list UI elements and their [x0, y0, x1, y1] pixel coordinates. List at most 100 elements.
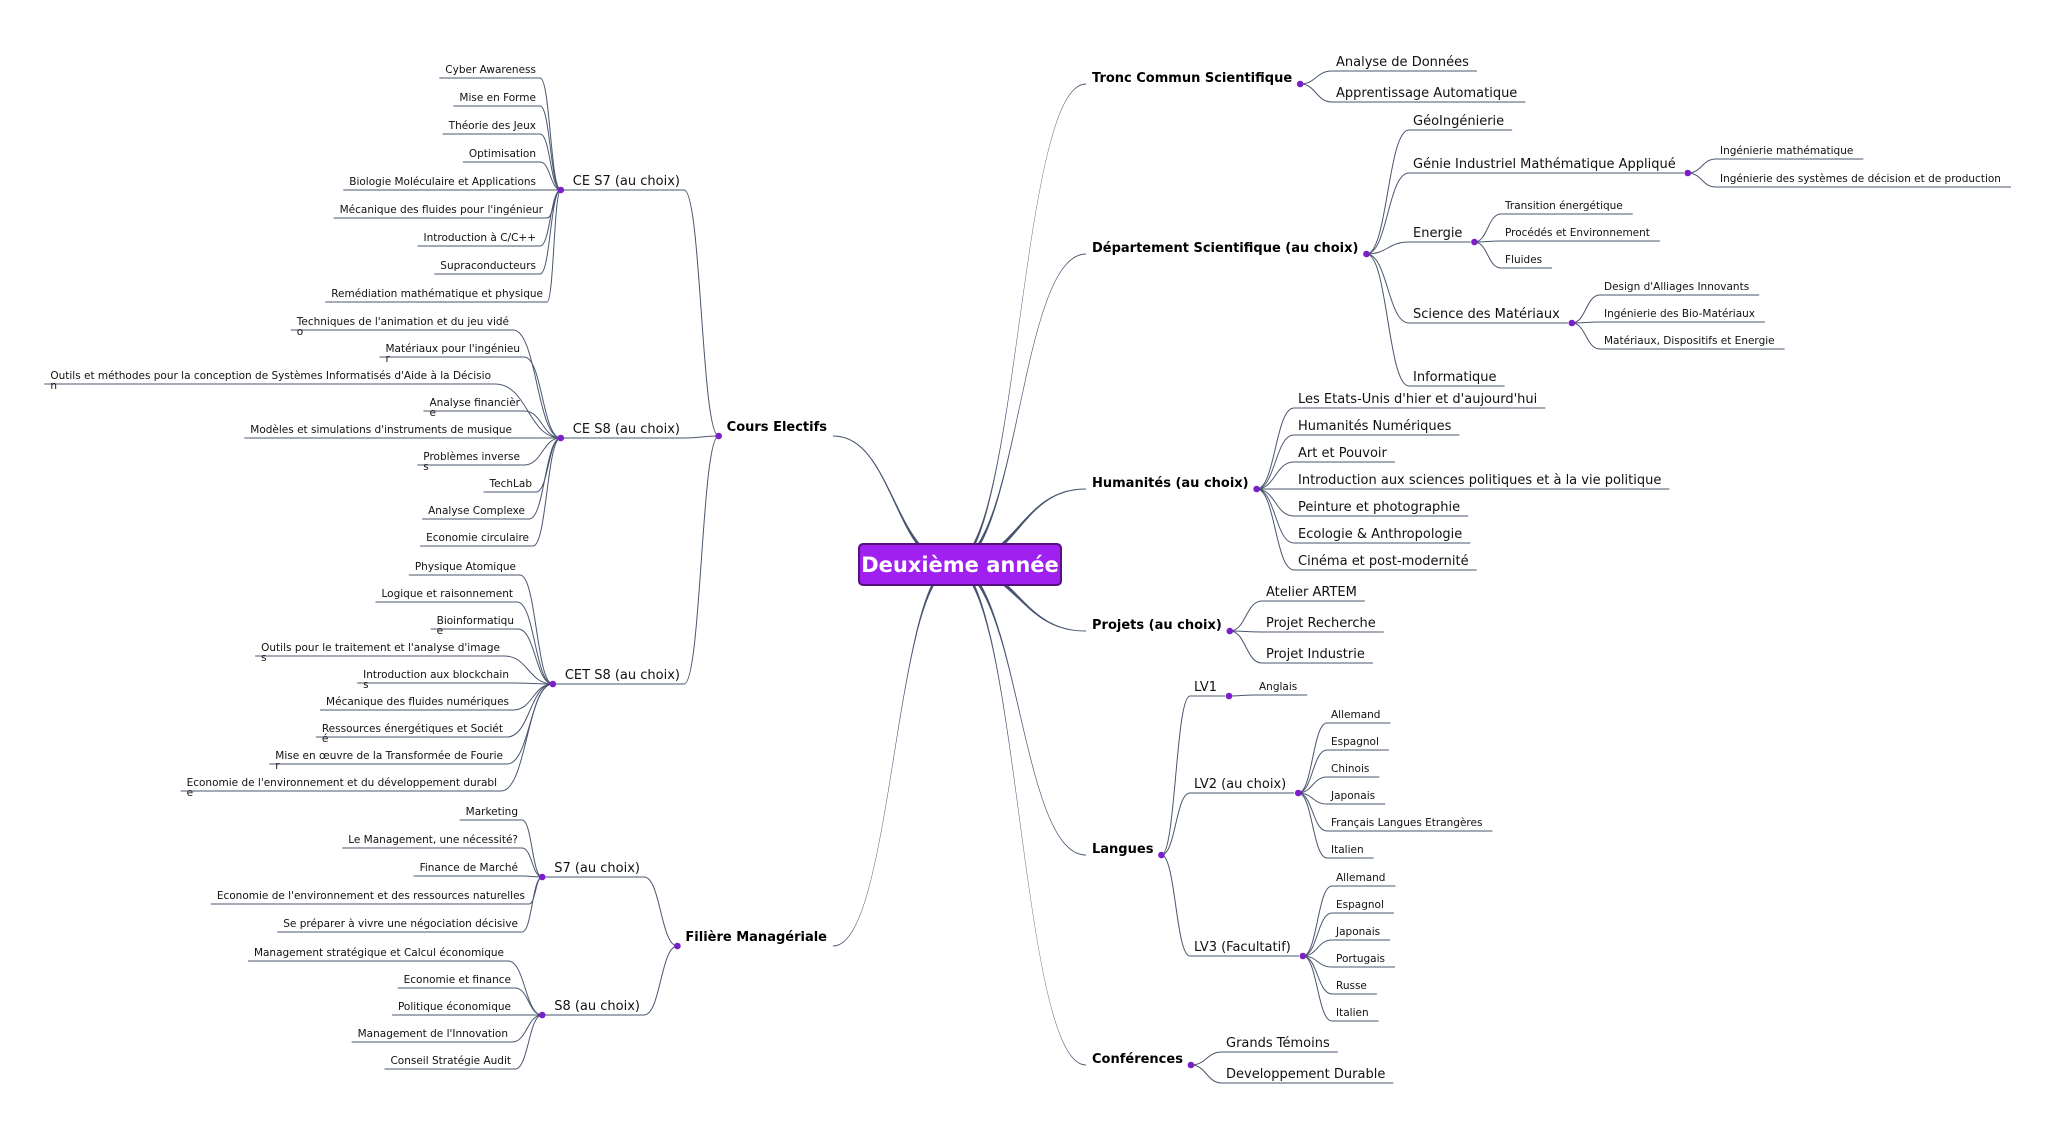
node-1-3[interactable]: Science des Matériaux: [1413, 307, 1560, 322]
leaf-1-3-0[interactable]: Design d'Alliages Innovants: [1604, 281, 1749, 293]
left-leaf-1-0-0[interactable]: Marketing: [466, 806, 518, 818]
left-leaf-0-0-3[interactable]: Optimisation: [469, 148, 536, 160]
edge-4-1-0: [1298, 722, 1328, 794]
left-leaf-0-2-5[interactable]: Mécanique des fluides numériques: [326, 696, 509, 708]
left-edge-0-2-3: [503, 655, 553, 685]
left-leaf-0-0-0[interactable]: Cyber Awareness: [445, 64, 536, 76]
root-node[interactable]: Deuxième année: [858, 543, 1062, 586]
left-leaf-0-2-4[interactable]: Introduction aux blockchain: [363, 669, 509, 681]
left-leaf-1-1-2[interactable]: Politique économique: [398, 1001, 511, 1013]
node-3-1[interactable]: Projet Recherche: [1266, 616, 1376, 631]
left-leaf-0-0-5[interactable]: Mécanique des fluides pour l'ingénieur: [340, 204, 544, 216]
leaf-1-3-2[interactable]: Matériaux, Dispositifs et Energie: [1604, 335, 1775, 347]
node-5-0[interactable]: Grands Témoins: [1226, 1036, 1330, 1051]
left-leaf-1-1-4[interactable]: Conseil Stratégie Audit: [390, 1055, 511, 1067]
left-leaf-0-1-3[interactable]: Analyse financièr: [430, 397, 521, 409]
left-leaf-0-1-2[interactable]: Outils et méthodes pour la conception de…: [50, 370, 491, 382]
left-leaf-0-1-5[interactable]: Problèmes inverse: [423, 451, 520, 463]
left-branch-1[interactable]: Filière Managériale: [685, 930, 827, 945]
node-3-2[interactable]: Projet Industrie: [1266, 647, 1365, 662]
left-leaf-0-0-7[interactable]: Supraconducteurs: [440, 260, 536, 272]
left-leaf-1-0-3[interactable]: Economie de l'environnement et des resso…: [217, 890, 525, 902]
node-5-1[interactable]: Developpement Durable: [1226, 1067, 1385, 1082]
node-4-1[interactable]: LV2 (au choix): [1194, 777, 1286, 792]
leaf-4-2-4[interactable]: Russe: [1336, 980, 1367, 992]
leaf-4-0-0[interactable]: Anglais: [1259, 681, 1297, 693]
node-2-6[interactable]: Cinéma et post-modernité: [1298, 554, 1469, 569]
left-leaf-0-1-1[interactable]: Matériaux pour l'ingénieu: [385, 343, 520, 355]
leaf-4-1-4[interactable]: Français Langues Etrangères: [1331, 817, 1482, 829]
left-leaf-0-0-8[interactable]: Remédiation mathématique et physique: [331, 288, 543, 300]
left-branch-0[interactable]: Cours Electifs: [727, 420, 828, 435]
node-3-0[interactable]: Atelier ARTEM: [1266, 585, 1357, 600]
leaf-1-3-1[interactable]: Ingénierie des Bio-Matériaux: [1604, 308, 1755, 320]
left-leaf-0-2-2[interactable]: Bioinformatiqu: [437, 615, 514, 627]
left-leaf-0-2-6[interactable]: Ressources énergétiques et Sociét: [322, 723, 503, 735]
leaf-4-2-1[interactable]: Espagnol: [1336, 899, 1384, 911]
branch-2[interactable]: Humanités (au choix): [1092, 476, 1249, 491]
left-leaf-0-0-2[interactable]: Théorie des Jeux: [448, 120, 536, 132]
left-leaf-1-1-0[interactable]: Management stratégique et Calcul économi…: [254, 947, 504, 959]
branch-1[interactable]: Département Scientifique (au choix): [1092, 241, 1358, 256]
leaf-4-1-2[interactable]: Chinois: [1331, 763, 1369, 775]
left-node-0-2[interactable]: CET S8 (au choix): [565, 668, 680, 683]
node-2-4[interactable]: Peinture et photographie: [1298, 500, 1460, 515]
left-leaf-0-2-1[interactable]: Logique et raisonnement: [382, 588, 514, 600]
branch-edge-4: [952, 562, 1086, 856]
left-leaf-0-2-3[interactable]: Outils pour le traitement et l'analyse d…: [261, 642, 500, 654]
left-leaf-1-1-1[interactable]: Economie et finance: [404, 974, 511, 986]
node-2-5[interactable]: Ecologie & Anthropologie: [1298, 527, 1462, 542]
branch-3[interactable]: Projets (au choix): [1092, 618, 1222, 633]
leaf-4-2-0[interactable]: Allemand: [1336, 872, 1385, 884]
left-leaf-1-0-1[interactable]: Le Management, une nécessité?: [348, 834, 518, 846]
left-leaf-0-0-1[interactable]: Mise en Forme: [459, 92, 536, 104]
branch-5[interactable]: Conférences: [1092, 1052, 1183, 1067]
node-1-0[interactable]: GéoIngénierie: [1413, 114, 1504, 129]
node-2-0[interactable]: Les Etats-Unis d'hier et d'aujourd'hui: [1298, 392, 1537, 407]
left-node-0-1[interactable]: CE S8 (au choix): [573, 422, 680, 437]
left-leaf-1-0-4[interactable]: Se préparer à vivre une négociation déci…: [283, 918, 518, 930]
left-leaf-0-0-6[interactable]: Introduction à C/C++: [424, 232, 537, 244]
left-leaf-1-0-2[interactable]: Finance de Marché: [420, 862, 518, 874]
edge-1-1: [1366, 172, 1410, 255]
left-node-0-0[interactable]: CE S7 (au choix): [573, 174, 680, 189]
node-0-0[interactable]: Analyse de Données: [1336, 55, 1469, 70]
node-2-2[interactable]: Art et Pouvoir: [1298, 446, 1388, 461]
leaf-4-1-3[interactable]: Japonais: [1330, 790, 1375, 802]
node-4-2[interactable]: LV3 (Facultatif): [1194, 940, 1291, 955]
left-leaf-1-1-3[interactable]: Management de l'Innovation: [358, 1028, 508, 1040]
leaf-4-1-1[interactable]: Espagnol: [1331, 736, 1379, 748]
left-leaf-0-1-7[interactable]: Analyse Complexe: [428, 505, 525, 517]
left-leaf-0-1-0[interactable]: Techniques de l'animation et du jeu vidé: [296, 316, 509, 328]
leaf-1-1-0[interactable]: Ingénierie mathématique: [1720, 145, 1853, 157]
leaf-1-1-1[interactable]: Ingénierie des systèmes de décision et d…: [1720, 173, 2001, 185]
node-1-4[interactable]: Informatique: [1413, 370, 1497, 385]
leaf-1-2-2[interactable]: Fluides: [1505, 254, 1542, 266]
node-0-1[interactable]: Apprentissage Automatique: [1336, 86, 1517, 101]
left-node-1-1[interactable]: S8 (au choix): [554, 999, 640, 1014]
left-leaf-0-2-8[interactable]: Economie de l'environnement et du dévelo…: [187, 777, 497, 789]
left-edge-1-1-3: [511, 1014, 543, 1043]
node-2-1[interactable]: Humanités Numériques: [1298, 419, 1452, 434]
left-leaf-0-2-0[interactable]: Physique Atomique: [415, 561, 516, 573]
leaf-4-2-3[interactable]: Portugais: [1336, 953, 1385, 965]
branch-4[interactable]: Langues: [1092, 842, 1154, 857]
left-node-1-0[interactable]: S7 (au choix): [554, 861, 640, 876]
branch-0[interactable]: Tronc Commun Scientifique: [1092, 71, 1292, 86]
left-leaf-0-1-8[interactable]: Economie circulaire: [426, 532, 529, 544]
node-1-2[interactable]: Energie: [1413, 226, 1462, 241]
leaf-1-2-1[interactable]: Procédés et Environnement: [1505, 227, 1650, 239]
left-leaf-0-2-7[interactable]: Mise en œuvre de la Transformée de Fouri…: [275, 750, 503, 762]
mindmap-nodes: Tronc Commun Scientifique Analyse de Donn…: [50, 55, 2001, 1082]
leaf-4-2-5[interactable]: Italien: [1336, 1007, 1369, 1019]
leaf-4-2-2[interactable]: Japonais: [1335, 926, 1380, 938]
leaf-4-1-0[interactable]: Allemand: [1331, 709, 1380, 721]
node-2-3[interactable]: Introduction aux sciences politiques et …: [1298, 473, 1661, 488]
left-leaf-0-1-4[interactable]: Modèles et simulations d'instruments de …: [250, 424, 512, 436]
leaf-1-2-0[interactable]: Transition énergétique: [1504, 200, 1623, 212]
node-1-1[interactable]: Génie Industriel Mathématique Appliqué: [1413, 157, 1676, 172]
left-leaf-0-1-6[interactable]: TechLab: [489, 478, 533, 490]
leaf-4-1-5[interactable]: Italien: [1331, 844, 1364, 856]
left-leaf-0-0-4[interactable]: Biologie Moléculaire et Applications: [349, 176, 536, 188]
node-4-0[interactable]: LV1: [1194, 680, 1217, 695]
